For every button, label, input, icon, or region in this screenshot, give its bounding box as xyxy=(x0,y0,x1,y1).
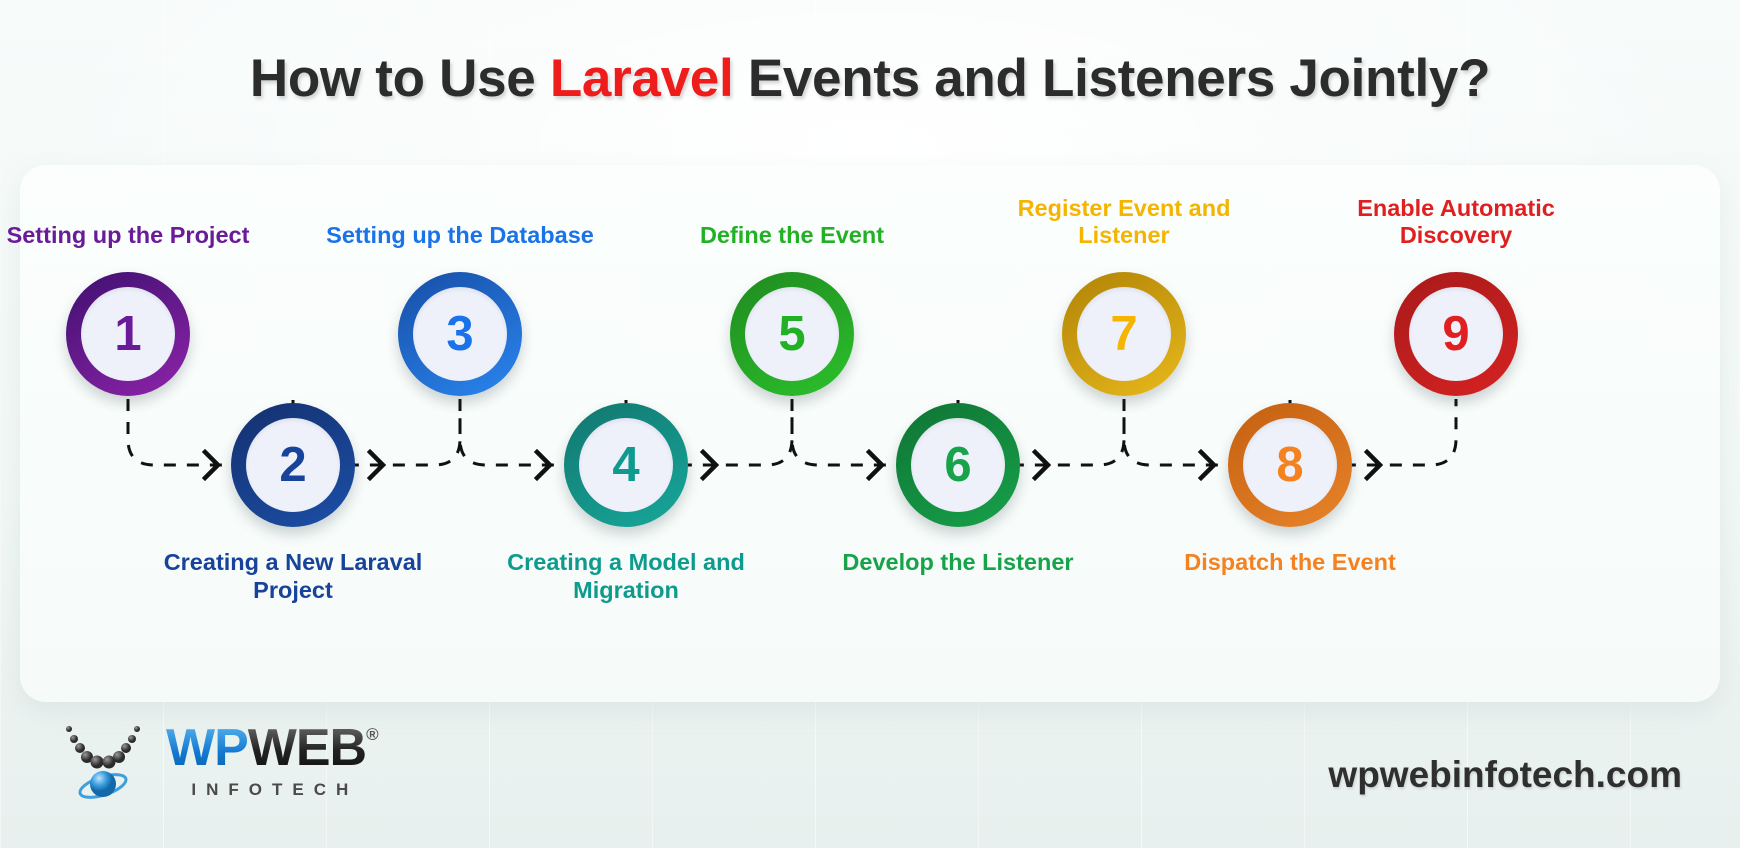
step-number: 2 xyxy=(279,437,307,492)
logo-subtitle: INFOTECH xyxy=(191,780,359,799)
step-ring: 8 xyxy=(1228,403,1352,527)
connector-arrowhead xyxy=(1031,448,1052,482)
step-label-3: Setting up the Database xyxy=(326,222,594,249)
step-ring: 9 xyxy=(1394,272,1518,396)
wpweb-swoosh-icon xyxy=(60,714,152,806)
logo-word-wp: WP xyxy=(166,719,249,777)
connector-arrowhead xyxy=(699,448,720,482)
step-number: 7 xyxy=(1110,306,1138,361)
step-node-7[interactable]: 7 Register Event and Listener xyxy=(1018,195,1230,396)
step-ring: 3 xyxy=(398,272,522,396)
step-number: 4 xyxy=(612,437,640,492)
step-number: 1 xyxy=(114,306,142,361)
step-number: 5 xyxy=(778,306,806,361)
page-title: How to Use Laravel Events and Listeners … xyxy=(0,48,1740,109)
connector-arrowhead xyxy=(533,448,554,482)
connector-path xyxy=(790,399,960,492)
site-url: wpwebinfotech.com xyxy=(1328,754,1682,795)
registered-mark-icon: ® xyxy=(366,725,378,744)
step-label-7: Register Event and Listener xyxy=(1017,194,1231,249)
connector-arrowhead xyxy=(366,448,387,482)
step-number: 8 xyxy=(1276,437,1304,492)
connector-path xyxy=(458,399,628,492)
step-number: 6 xyxy=(944,437,972,492)
connector-arrowhead xyxy=(1197,448,1218,482)
connector-path xyxy=(1122,399,1292,492)
step-label-5: Define the Event xyxy=(699,222,885,249)
logo-word-web: WEB xyxy=(247,719,367,777)
title-part-after: Events and Listeners Jointly? xyxy=(733,49,1491,108)
step-ring: 7 xyxy=(1062,272,1186,396)
step-node-9[interactable]: 9 Enable Automatic Discovery xyxy=(1357,195,1555,396)
title-part-before: How to Use xyxy=(249,49,550,108)
step-node-3[interactable]: 3 Setting up the Database xyxy=(326,222,594,396)
step-ring: 2 xyxy=(231,403,355,527)
step-label-8: Dispatch the Event xyxy=(1184,549,1396,575)
step-ring: 5 xyxy=(730,272,854,396)
step-label-1: Setting up the Project xyxy=(6,222,250,249)
step-label-6: Develop the Listener xyxy=(842,549,1074,575)
connector-lines xyxy=(126,399,1458,492)
step-ring: 1 xyxy=(66,272,190,396)
step-node-1[interactable]: 1 Setting up the Project xyxy=(7,222,249,396)
step-ring: 4 xyxy=(564,403,688,527)
connector-arrowhead xyxy=(1363,448,1384,482)
connector-arrowhead xyxy=(201,448,222,482)
step-label-4: Creating a Model and Migration xyxy=(507,549,745,603)
step-number: 9 xyxy=(1442,306,1470,361)
step-ring: 6 xyxy=(896,403,1020,527)
connector-arrowhead xyxy=(865,448,886,482)
step-number: 3 xyxy=(446,306,474,361)
title-highlight: Laravel xyxy=(549,49,734,108)
step-node-5[interactable]: 5 Define the Event xyxy=(700,222,884,396)
step-label-9: Enable Automatic Discovery xyxy=(1357,194,1555,249)
step-label-2: Creating a New Laraval Project xyxy=(163,549,423,603)
connector-path xyxy=(126,399,295,492)
